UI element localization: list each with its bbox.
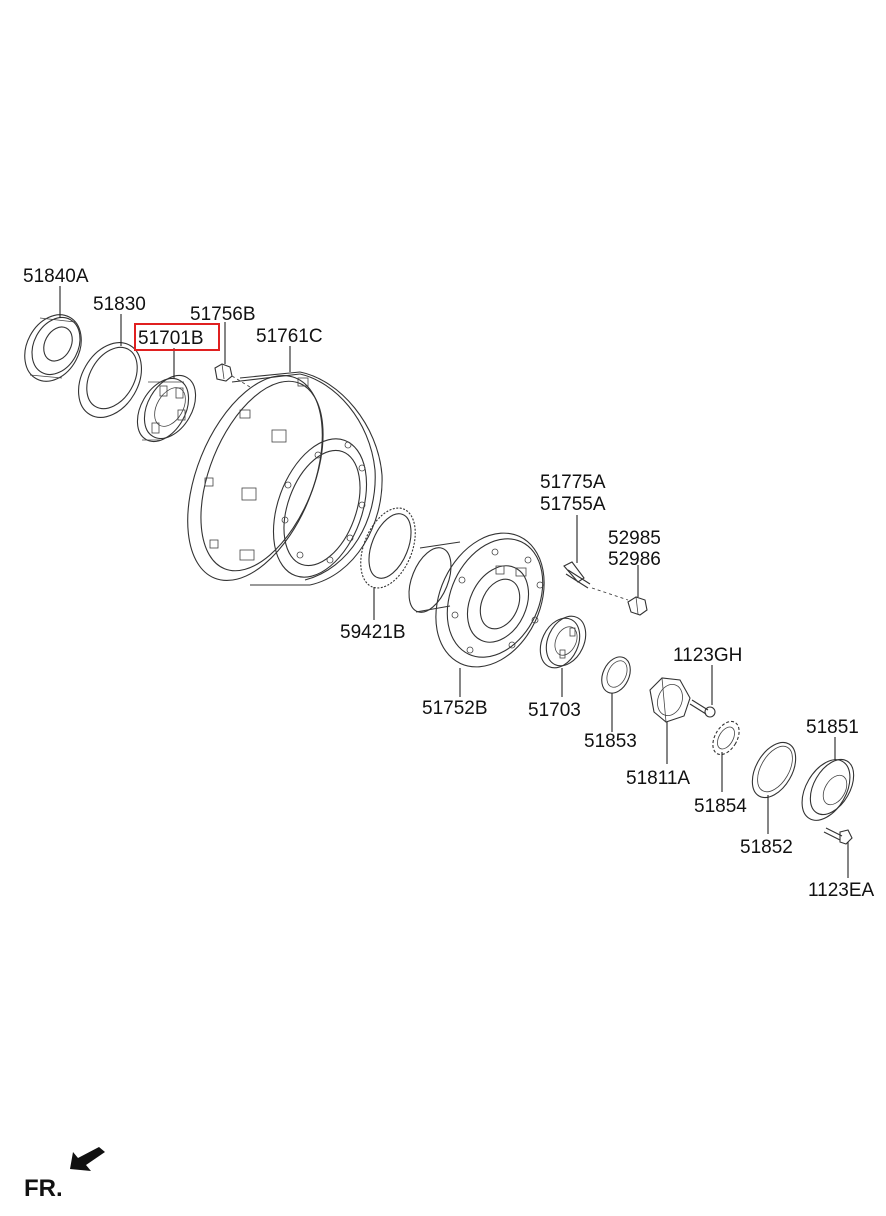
part-label-51853[interactable]: 51853 <box>584 731 637 752</box>
bolt-1123ea <box>823 827 853 845</box>
wheel-hub-51752b <box>408 532 545 668</box>
highlight-box <box>134 323 220 351</box>
lock-plate-51854 <box>712 720 740 756</box>
part-labels: 51840A 51830 51756B 51701B 51761C 51775A… <box>23 266 875 901</box>
leader-lines <box>59 286 849 878</box>
nut-51756b <box>214 363 251 388</box>
part-label-51851[interactable]: 51851 <box>806 717 859 738</box>
part-label-51775a[interactable]: 51775A <box>540 472 606 493</box>
part-label-51811a[interactable]: 51811A <box>626 768 690 789</box>
part-label-51840a[interactable]: 51840A <box>23 266 89 287</box>
part-label-51761c[interactable]: 51761C <box>256 326 323 347</box>
front-arrow-icon <box>70 1147 105 1171</box>
part-label-51752b[interactable]: 51752B <box>422 698 488 719</box>
bearing-51703 <box>539 615 587 669</box>
brake-drum-51761c <box>187 371 383 586</box>
part-label-52986[interactable]: 52986 <box>608 549 661 570</box>
part-label-51830[interactable]: 51830 <box>93 294 146 315</box>
part-label-1123ea[interactable]: 1123EA <box>808 880 875 901</box>
part-label-51755a[interactable]: 51755A <box>540 494 606 515</box>
part-label-51701b[interactable]: 51701B <box>138 328 204 349</box>
front-direction-indicator: FR. <box>24 1147 105 1202</box>
lock-nut-51811a <box>649 677 691 723</box>
part-label-51852[interactable]: 51852 <box>740 837 793 858</box>
part-label-51854[interactable]: 51854 <box>694 796 747 817</box>
seal-ring-51830 <box>78 342 142 418</box>
gasket-51852 <box>751 741 797 799</box>
lock-washer-51853 <box>601 656 631 694</box>
hub-cap-51851 <box>801 758 855 821</box>
oil-seal-51840a <box>24 314 82 382</box>
hub-bolt-51775a <box>563 561 629 601</box>
screw-1123gh <box>689 699 716 718</box>
bearing-51701b <box>136 375 197 442</box>
front-label: FR. <box>24 1175 63 1202</box>
part-label-1123gh[interactable]: 1123GH <box>673 645 742 666</box>
part-label-59421b[interactable]: 59421B <box>340 622 406 643</box>
tone-wheel-59421b <box>360 507 416 589</box>
hub-nut-52985 <box>627 596 648 616</box>
part-label-52985[interactable]: 52985 <box>608 528 661 549</box>
part-label-51756b[interactable]: 51756B <box>190 304 256 325</box>
part-label-51703[interactable]: 51703 <box>528 700 581 721</box>
